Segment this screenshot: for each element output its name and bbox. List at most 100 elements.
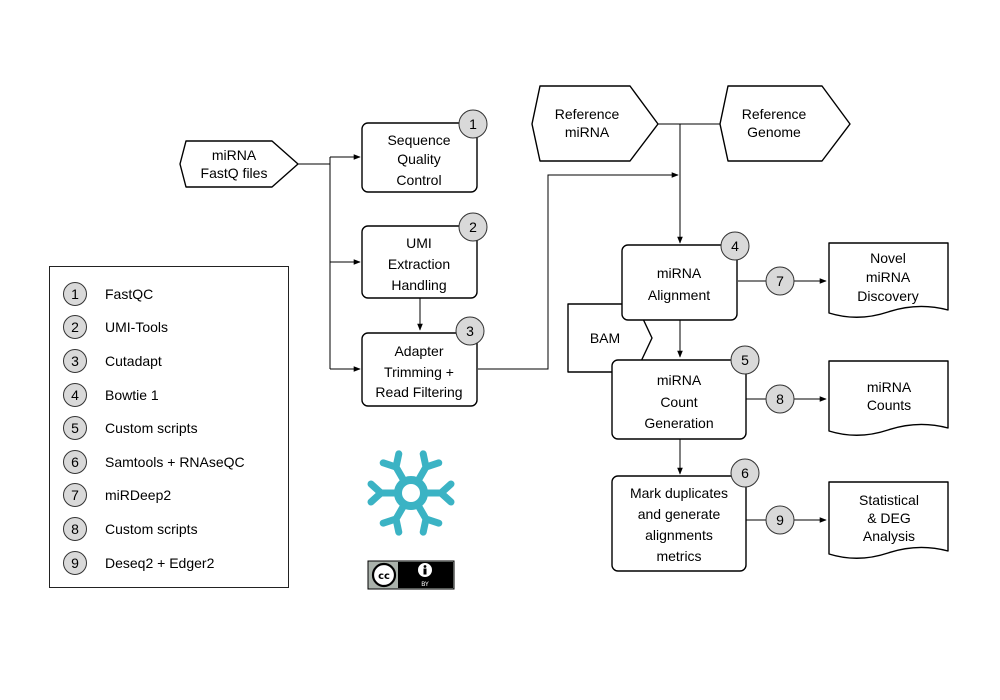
connector-8-number: 8 (776, 391, 784, 407)
umi-line-2: Extraction (388, 256, 450, 272)
input-reference-genome: Reference Genome (719, 85, 851, 162)
connector-badge-8: 8 (765, 384, 795, 414)
badge-4-number: 4 (731, 238, 739, 254)
input-bam: BAM (567, 303, 653, 373)
edge-adapter-alignment (478, 172, 679, 370)
logo-core-ring (394, 476, 428, 510)
connector-9-number: 9 (776, 512, 784, 528)
badge-3 (455, 316, 485, 346)
connector-badge-9: 9 (765, 505, 795, 535)
novel-line-1: Novel (870, 250, 906, 266)
by-text: BY (421, 581, 429, 588)
legend-tool-label: Custom scripts (105, 420, 198, 436)
fastq-line-2: FastQ files (201, 165, 268, 181)
legend-item-4: 4 Bowtie 1 (63, 382, 159, 408)
legend-number-badge: 9 (63, 551, 87, 575)
badge-1-number: 1 (469, 116, 477, 132)
alignment-line-2: Alignment (648, 287, 710, 303)
badge-6 (730, 458, 760, 488)
legend-item-3: 3 Cutadapt (63, 348, 162, 374)
step-quality-control: Sequence Quality Control 1 (361, 109, 488, 193)
legend-tool-label: FastQC (105, 286, 154, 302)
connector-7-number: 7 (776, 273, 784, 289)
legend-tool-label: Samtools + RNAseQC (105, 454, 245, 470)
count-line-1: miRNA (657, 372, 702, 388)
legend-number-badge: 6 (63, 450, 87, 474)
markdup-line-3: alignments (645, 527, 713, 543)
legend-number-badge: 7 (63, 483, 87, 507)
step-umi-extraction: UMI Extraction Handling 2 (361, 212, 488, 299)
counts-line-1: miRNA (867, 379, 912, 395)
fastq-line-1: miRNA (212, 147, 257, 163)
legend-item-9: 9 Deseq2 + Edger2 (63, 550, 214, 576)
badge-2 (458, 212, 488, 242)
legend-tool-label: Deseq2 + Edger2 (105, 555, 215, 571)
badge-1 (458, 109, 488, 139)
logo-arm (416, 504, 443, 536)
umi-line-1: UMI (406, 235, 432, 251)
novel-line-3: Discovery (857, 288, 918, 304)
legend-number-badge: 5 (63, 416, 87, 440)
markdup-line-1: Mark duplicates (630, 485, 728, 501)
output-mirna-counts: miRNA Counts (828, 360, 949, 436)
logo-arm (424, 480, 455, 506)
adapter-line-3: Read Filtering (375, 384, 462, 400)
novel-line-2: miRNA (866, 269, 911, 285)
step-mirna-alignment: miRNA Alignment 4 (621, 231, 750, 321)
input-reference-mirna: Reference miRNA (531, 85, 659, 162)
logo-arm (379, 450, 406, 482)
cc-by-license-badge: cc BY (367, 560, 455, 590)
step-adapter-trimming: Adapter Trimming + Read Filtering 3 (361, 316, 485, 407)
count-line-3: Generation (644, 415, 713, 431)
qc-line-3: Control (396, 172, 441, 188)
ref-mirna-line-1: Reference (555, 106, 620, 122)
logo-arm (379, 504, 406, 536)
stats-line-2: & DEG (867, 510, 911, 526)
cc-icon (371, 562, 397, 588)
badge-4 (720, 231, 750, 261)
bam-label: BAM (590, 330, 620, 346)
legend-item-8: 8 Custom scripts (63, 516, 198, 542)
alignment-line-1: miRNA (657, 265, 702, 281)
legend-number-badge: 8 (63, 517, 87, 541)
badge-3-number: 3 (466, 323, 474, 339)
umi-line-3: Handling (391, 277, 446, 293)
legend-tool-label: Custom scripts (105, 521, 198, 537)
step-count-generation: miRNA Count Generation 5 (611, 345, 760, 440)
input-fastq: miRNA FastQ files (179, 140, 299, 188)
legend-item-5: 5 Custom scripts (63, 415, 198, 441)
ref-mirna-line-2: miRNA (565, 124, 610, 140)
qc-line-2: Quality (397, 151, 441, 167)
legend-tool-label: Cutadapt (105, 353, 162, 369)
ref-genome-line-1: Reference (742, 106, 807, 122)
step-mark-duplicates: Mark duplicates and generate alignments … (611, 458, 760, 572)
markdup-line-4: metrics (656, 548, 701, 564)
badge-5 (730, 345, 760, 375)
legend-number-badge: 1 (63, 282, 87, 306)
badge-5-number: 5 (741, 352, 749, 368)
adapter-line-2: Trimming + (384, 364, 454, 380)
legend-number-badge: 3 (63, 349, 87, 373)
stats-line-3: Analysis (863, 528, 915, 544)
legend-tool-label: UMI-Tools (105, 319, 169, 335)
output-statistical-analysis: Statistical & DEG Analysis (828, 481, 949, 559)
legend-number-badge: 4 (63, 383, 87, 407)
adapter-line-1: Adapter (394, 343, 443, 359)
legend-item-6: 6 Samtools + RNAseQC (63, 449, 245, 475)
logo-arm (367, 480, 398, 506)
legend-item-1: 1 FastQC (63, 281, 153, 307)
badge-2-number: 2 (469, 219, 477, 235)
markdup-line-2: and generate (638, 506, 721, 522)
badge-6-number: 6 (741, 465, 749, 481)
logo-arm (416, 450, 443, 482)
legend-tool-label: miRDeep2 (105, 487, 172, 503)
qc-line-1: Sequence (387, 132, 450, 148)
legend-number-badge: 2 (63, 315, 87, 339)
legend-tool-label: Bowtie 1 (105, 387, 159, 403)
connector-badge-7: 7 (765, 266, 795, 296)
legend-item-7: 7 miRDeep2 (63, 482, 171, 508)
cc-icon-text: cc (378, 571, 390, 582)
output-novel-discovery: Novel miRNA Discovery (828, 242, 949, 318)
